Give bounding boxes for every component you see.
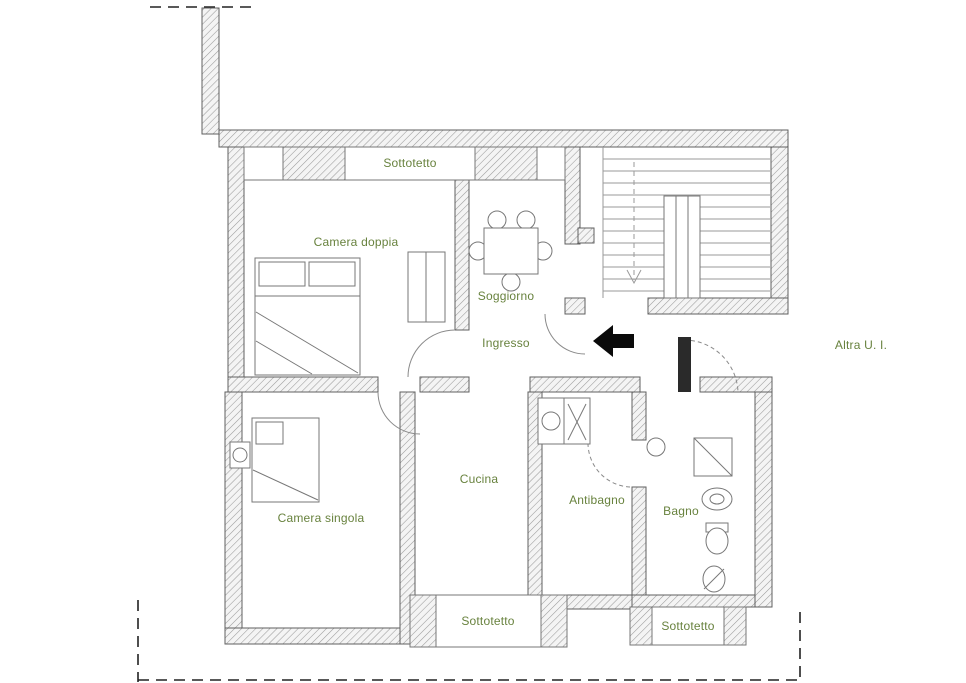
sink-icon bbox=[701, 487, 733, 511]
boundary-dashed-lines bbox=[137, 6, 801, 682]
door-arc bbox=[683, 339, 739, 393]
wall-segment bbox=[699, 376, 773, 393]
wall-segment bbox=[754, 391, 773, 608]
wall-segment bbox=[529, 376, 641, 393]
wall-segment bbox=[399, 391, 416, 645]
room-label-sottotetto-top: Sottotetto bbox=[383, 156, 437, 170]
chair-icon bbox=[487, 210, 507, 230]
room-label-bagno: Bagno bbox=[663, 504, 699, 518]
sottotetto-top-band bbox=[243, 146, 566, 181]
wall-segment bbox=[419, 376, 470, 393]
room-label-antibagno: Antibagno bbox=[569, 493, 625, 507]
room-label-altra-ui: Altra U. I. bbox=[834, 338, 888, 352]
room-label-sottotetto-br: Sottotetto bbox=[661, 619, 715, 633]
room-label-soggiorno: Soggiorno bbox=[477, 289, 535, 303]
dining-table-icon bbox=[468, 210, 553, 292]
wall-segment bbox=[577, 227, 595, 244]
room-label-camera-singola: Camera singola bbox=[277, 511, 365, 525]
wall-segment bbox=[218, 129, 789, 148]
wall-segment bbox=[224, 391, 243, 645]
room-label-sottotetto-bl: Sottotetto bbox=[461, 614, 515, 628]
wall-segment bbox=[647, 297, 789, 315]
door-leaf bbox=[678, 337, 691, 392]
wall-segment bbox=[227, 146, 245, 378]
small-sink-icon bbox=[646, 437, 666, 457]
toilet-icon bbox=[705, 522, 729, 555]
walls bbox=[201, 7, 789, 645]
wall-segment bbox=[631, 594, 756, 608]
double-bed-icon bbox=[254, 257, 361, 376]
room-label-ingresso: Ingresso bbox=[482, 336, 530, 350]
wardrobe-icon bbox=[407, 251, 446, 323]
bathroom-fixtures bbox=[646, 437, 733, 593]
entry-arrow-icon bbox=[593, 325, 634, 357]
wall-segment bbox=[201, 7, 220, 135]
shower-icon bbox=[693, 437, 733, 477]
wall-segment bbox=[224, 627, 418, 645]
wall-segment bbox=[454, 179, 470, 331]
sottotetto-bottom-right-band bbox=[629, 606, 747, 646]
wall-segment bbox=[631, 486, 647, 608]
sottotetto-bottom-left-band bbox=[409, 594, 568, 648]
door-arc bbox=[407, 329, 456, 378]
wall-segment bbox=[564, 297, 586, 315]
door-arc bbox=[377, 391, 421, 435]
single-bed-icon bbox=[229, 417, 320, 503]
room-label-camera-doppia: Camera doppia bbox=[313, 235, 399, 249]
chair-icon bbox=[516, 210, 536, 230]
door-arcs bbox=[377, 313, 739, 488]
room-label-cucina: Cucina bbox=[459, 472, 499, 486]
wall-segment bbox=[227, 376, 379, 393]
wall-segment bbox=[770, 146, 789, 315]
wall-segment bbox=[564, 146, 581, 245]
wall-segment bbox=[631, 391, 647, 441]
staircase-icon bbox=[602, 147, 770, 299]
door-arc bbox=[544, 313, 586, 355]
washing-machine-icon bbox=[537, 397, 591, 445]
door-arc bbox=[587, 442, 633, 488]
bidet-icon bbox=[702, 565, 726, 593]
